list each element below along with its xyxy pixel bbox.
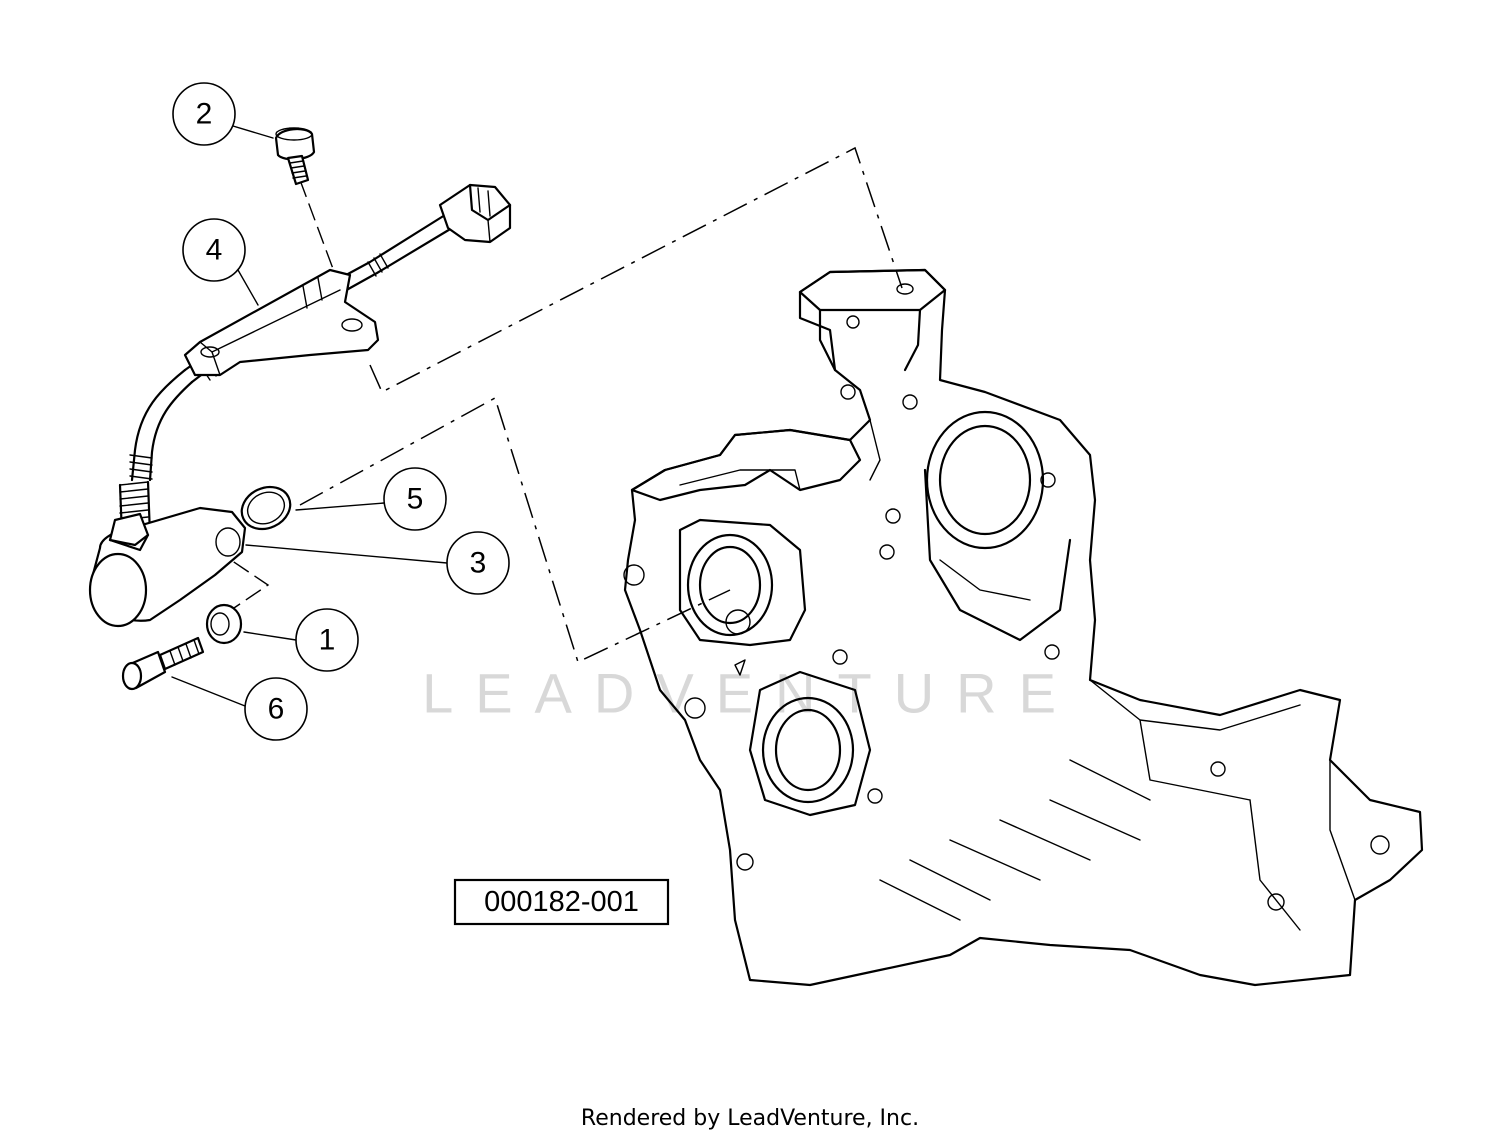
- watermark: LEADVENTURE: [422, 662, 1078, 725]
- callout-6-label: 6: [268, 693, 285, 726]
- callout-3: 3: [446, 531, 510, 595]
- washer-part: [205, 603, 243, 645]
- bolt-part: [274, 127, 316, 186]
- callout-4-label: 4: [206, 234, 223, 267]
- sensor-part: [88, 506, 247, 628]
- engine-case: [623, 268, 1424, 987]
- footer-credit: Rendered by LeadVenture, Inc.: [580, 1106, 920, 1131]
- callout-1-label: 1: [319, 624, 336, 657]
- callout-2-label: 2: [196, 98, 213, 131]
- harness-bracket-part: [118, 183, 512, 537]
- callout-1: 1: [295, 608, 359, 672]
- reference-code-box: 000182-001: [453, 878, 670, 926]
- reference-code: 000182-001: [484, 886, 639, 918]
- callout-4: 4: [182, 218, 246, 282]
- alignment-lines: [212, 146, 903, 664]
- o-ring-part: [240, 485, 292, 531]
- callout-5: 5: [383, 467, 447, 531]
- cap-screw-part: [121, 636, 205, 691]
- leader-lines: [171, 125, 448, 707]
- callout-5-label: 5: [407, 483, 424, 516]
- callout-2: 2: [172, 82, 236, 146]
- callout-3-label: 3: [470, 547, 487, 580]
- callout-6: 6: [244, 677, 308, 741]
